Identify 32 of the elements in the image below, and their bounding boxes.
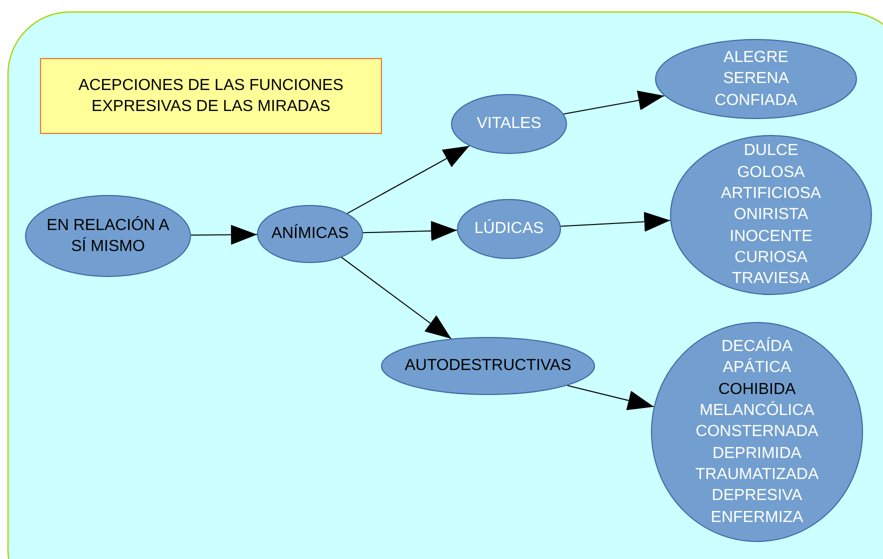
node-label: ALEGRE xyxy=(724,48,788,68)
arrow xyxy=(346,145,470,214)
node-label: INOCENTE xyxy=(730,226,812,247)
node-label: COHIBIDA xyxy=(718,380,796,400)
node-label: LÚDICAS xyxy=(474,218,544,240)
node-label: ARTIFICIOSA xyxy=(720,184,822,204)
node-label: CONFIADA xyxy=(714,90,798,111)
node-label: DECAÍDA xyxy=(721,336,793,358)
node-label: ONIRISTA xyxy=(734,205,808,226)
node-label: CURIOSA xyxy=(734,248,808,268)
node-label: GOLOSA xyxy=(737,162,805,183)
node-label: APÁTICA xyxy=(722,357,792,378)
arrow xyxy=(563,90,665,115)
arrow xyxy=(560,212,671,232)
node-label: ENFERMIZA xyxy=(710,508,804,528)
node-label: AUTODESTRUCTIVAS xyxy=(404,356,572,376)
arrow xyxy=(566,384,654,410)
node-label: CONSTERNADA xyxy=(696,422,818,442)
title-box: ACEPCIONES DE LAS FUNCIONES EXPRESIVAS DE LAS MIRADAS xyxy=(40,58,382,134)
arrow xyxy=(340,256,452,340)
node-label: EN RELACIÓN A SÍ MISMO xyxy=(46,215,170,257)
node-label: SERENA xyxy=(723,69,789,90)
arrow xyxy=(362,220,458,241)
node-label: DEPRESIVA xyxy=(712,486,802,506)
node-label: VITALES xyxy=(476,114,542,134)
node-label: ANÍMICAS xyxy=(271,223,349,244)
node-label: TRAVIESA xyxy=(732,269,810,290)
node-label: DEPRIMIDA xyxy=(712,444,802,464)
node-label: TRAUMATIZADA xyxy=(695,464,819,485)
arrow xyxy=(190,224,258,245)
node-label: MELANCÓLICA xyxy=(700,400,814,422)
node-label: DULCE xyxy=(744,141,798,162)
